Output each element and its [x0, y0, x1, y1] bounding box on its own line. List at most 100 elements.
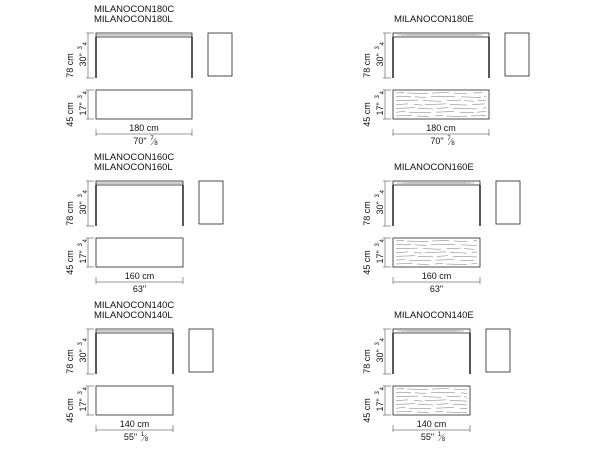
- depth-frac-num: 3: [375, 391, 381, 395]
- height-frac-den: 4: [380, 338, 386, 342]
- depth-frac-den: 4: [83, 239, 89, 243]
- side-elevation: [504, 32, 530, 77]
- depth-inch-whole: 17": [78, 250, 88, 263]
- depth-inch: 17" 34: [78, 387, 89, 412]
- model-code: MILANOCON160C: [94, 152, 174, 163]
- side-elevation: [207, 32, 233, 77]
- height-cm: 78 cm: [65, 349, 75, 374]
- depth-frac-num: 3: [78, 391, 84, 395]
- depth-frac-num: 3: [78, 95, 84, 99]
- width-inch-whole: 63": [430, 284, 443, 294]
- depth-cm: 45 cm: [362, 250, 372, 275]
- depth-inch: 17"34: [375, 91, 386, 116]
- height-frac-den: 4: [380, 42, 386, 46]
- model-code: MILANOCON180C: [94, 4, 174, 15]
- model-code: MILANOCON140E: [394, 310, 474, 321]
- width-frac-den: 8: [154, 141, 158, 147]
- side-elevation: [495, 180, 521, 225]
- height-frac-num: 3: [78, 46, 84, 50]
- plan-view: [392, 237, 481, 268]
- height-frac-num: 3: [375, 46, 381, 50]
- depth-frac-den: 4: [83, 387, 89, 391]
- height-inch: 30" 34: [78, 338, 89, 363]
- model-code: MILANOCON180E: [394, 14, 474, 25]
- front-elevation: [95, 328, 174, 374]
- model-code: MILANOCON140L: [94, 310, 173, 321]
- front-elevation: [392, 180, 481, 226]
- height-inch-whole: 30": [78, 201, 88, 214]
- width-frac-num: 7: [447, 136, 451, 142]
- depth-inch-whole: 17": [375, 102, 385, 115]
- depth-cm: 45 cm: [65, 102, 75, 127]
- height-cm: 78 cm: [362, 201, 372, 226]
- height-frac-num: 3: [78, 342, 84, 346]
- depth-inch: 17"34: [375, 387, 386, 412]
- width-inch: 63": [133, 284, 146, 294]
- side-elevation: [188, 328, 214, 373]
- plan-view: [95, 385, 174, 416]
- height-inch-whole: 30": [78, 53, 88, 66]
- model-code: MILANOCON180L: [94, 14, 173, 25]
- height-frac-den: 4: [380, 190, 386, 194]
- width-cm: 180 cm: [426, 123, 456, 133]
- depth-cm: 45 cm: [65, 398, 75, 423]
- side-elevation: [485, 328, 511, 373]
- height-frac-num: 3: [375, 342, 381, 346]
- width-cm: 180 cm: [129, 123, 159, 133]
- depth-inch: 17" 34: [78, 239, 89, 264]
- width-cm: 140 cm: [417, 419, 447, 429]
- width-frac-den: 8: [451, 141, 455, 147]
- depth-frac-den: 4: [380, 91, 386, 95]
- depth-frac-den: 4: [380, 239, 386, 243]
- height-cm: 78 cm: [362, 53, 372, 78]
- height-inch: 30" 34: [375, 338, 386, 363]
- front-elevation: [95, 180, 184, 226]
- height-frac-num: 3: [78, 194, 84, 198]
- depth-frac-den: 4: [380, 387, 386, 391]
- width-frac-num: 1: [438, 432, 442, 438]
- height-cm: 78 cm: [65, 201, 75, 226]
- height-inch-whole: 30": [78, 349, 88, 362]
- height-frac-num: 3: [375, 194, 381, 198]
- depth-frac-num: 3: [78, 243, 84, 247]
- front-elevation: [392, 32, 490, 78]
- height-inch-whole: 30": [375, 53, 385, 66]
- height-inch-whole: 30": [375, 349, 385, 362]
- width-inch-whole: 55": [124, 432, 137, 442]
- side-elevation: [198, 180, 224, 225]
- depth-inch-whole: 17": [375, 250, 385, 263]
- depth-frac-num: 3: [375, 243, 381, 247]
- depth-inch: 17"34: [78, 91, 89, 116]
- width-inch: 55"18: [124, 432, 149, 443]
- height-cm: 78 cm: [65, 53, 75, 78]
- plan-view: [95, 89, 193, 120]
- plan-view: [95, 237, 184, 268]
- front-elevation: [392, 328, 471, 374]
- width-frac-num: 1: [141, 432, 145, 438]
- height-inch-whole: 30": [375, 201, 385, 214]
- depth-inch: 17" 34: [375, 239, 386, 264]
- depth-cm: 45 cm: [362, 398, 372, 423]
- height-cm: 78 cm: [362, 349, 372, 374]
- height-inch: 30" 34: [375, 190, 386, 215]
- height-frac-den: 4: [83, 190, 89, 194]
- width-cm: 140 cm: [120, 419, 150, 429]
- depth-inch-whole: 17": [78, 102, 88, 115]
- width-inch: 63": [430, 284, 443, 294]
- depth-cm: 45 cm: [362, 102, 372, 127]
- width-cm: 160 cm: [422, 271, 452, 281]
- width-inch: 55"18: [421, 432, 446, 443]
- width-cm: 160 cm: [125, 271, 155, 281]
- height-inch: 30"34: [78, 42, 89, 67]
- height-inch: 30" 34: [375, 42, 386, 67]
- depth-inch-whole: 17": [78, 398, 88, 411]
- height-inch: 30" 34: [78, 190, 89, 215]
- model-code: MILANOCON160L: [94, 162, 173, 173]
- plan-view: [392, 385, 471, 416]
- height-frac-den: 4: [83, 338, 89, 342]
